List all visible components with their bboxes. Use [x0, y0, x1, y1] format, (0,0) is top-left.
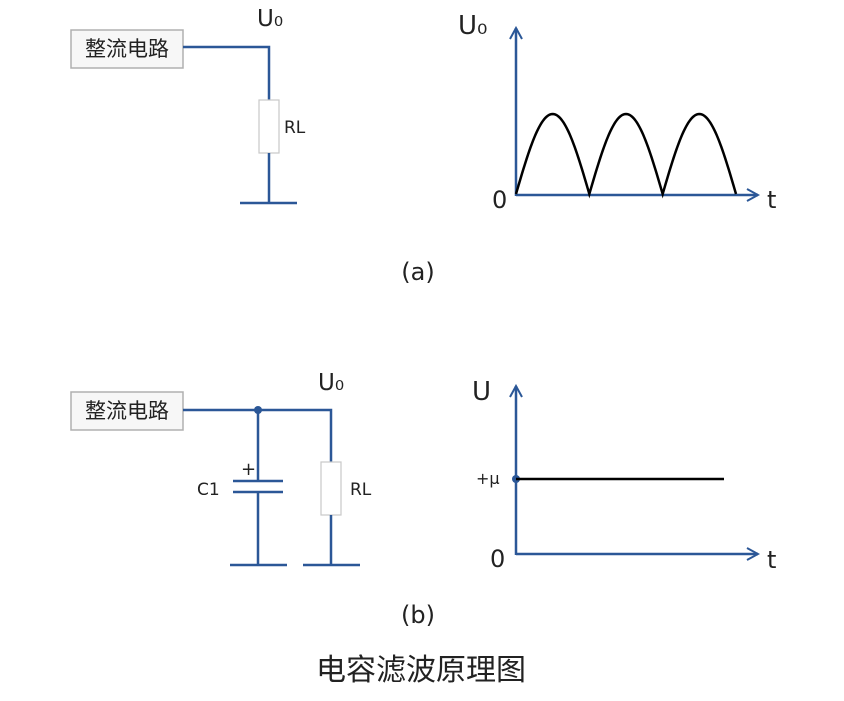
- capacitor-label: C1: [197, 480, 220, 500]
- rectifier-box-b: [70, 391, 184, 431]
- rectified-waveform: [514, 112, 738, 199]
- output-wire-a: [183, 45, 271, 100]
- caption-b: (b): [401, 601, 435, 629]
- origin-label-b: 0: [490, 545, 505, 573]
- resistor-a: [258, 99, 280, 154]
- rectifier-label-b: 整流电路: [85, 399, 169, 423]
- level-label: +μ: [476, 469, 500, 488]
- resistor-b: [320, 461, 342, 516]
- rectifier-box-a: [70, 29, 184, 69]
- output-wire-b: [183, 408, 333, 462]
- x-axis-label-b: t: [767, 546, 776, 574]
- y-axis-label-a: U₀: [458, 11, 487, 41]
- figure-title: 电容滤波原理图: [316, 653, 526, 688]
- capacitor-polarity: +: [241, 459, 256, 480]
- resistor-label-b: RL: [350, 480, 372, 500]
- rectifier-label-a: 整流电路: [85, 37, 169, 61]
- output-label-a: U₀: [257, 6, 283, 32]
- circuit-b: 整流电路 U₀ + C1 RL: [70, 370, 372, 567]
- circuit-a: 整流电路 U₀ RL: [70, 6, 306, 205]
- x-axis-label-a: t: [767, 186, 776, 214]
- graph-b: U t 0 +μ: [472, 377, 776, 574]
- y-axis-label-b: U: [472, 377, 491, 407]
- origin-label-a: 0: [492, 186, 507, 214]
- graph-a: U₀ t 0: [458, 11, 776, 214]
- caption-a: (a): [401, 258, 434, 286]
- resistor-label-a: RL: [284, 118, 306, 138]
- output-label-b: U₀: [318, 370, 344, 396]
